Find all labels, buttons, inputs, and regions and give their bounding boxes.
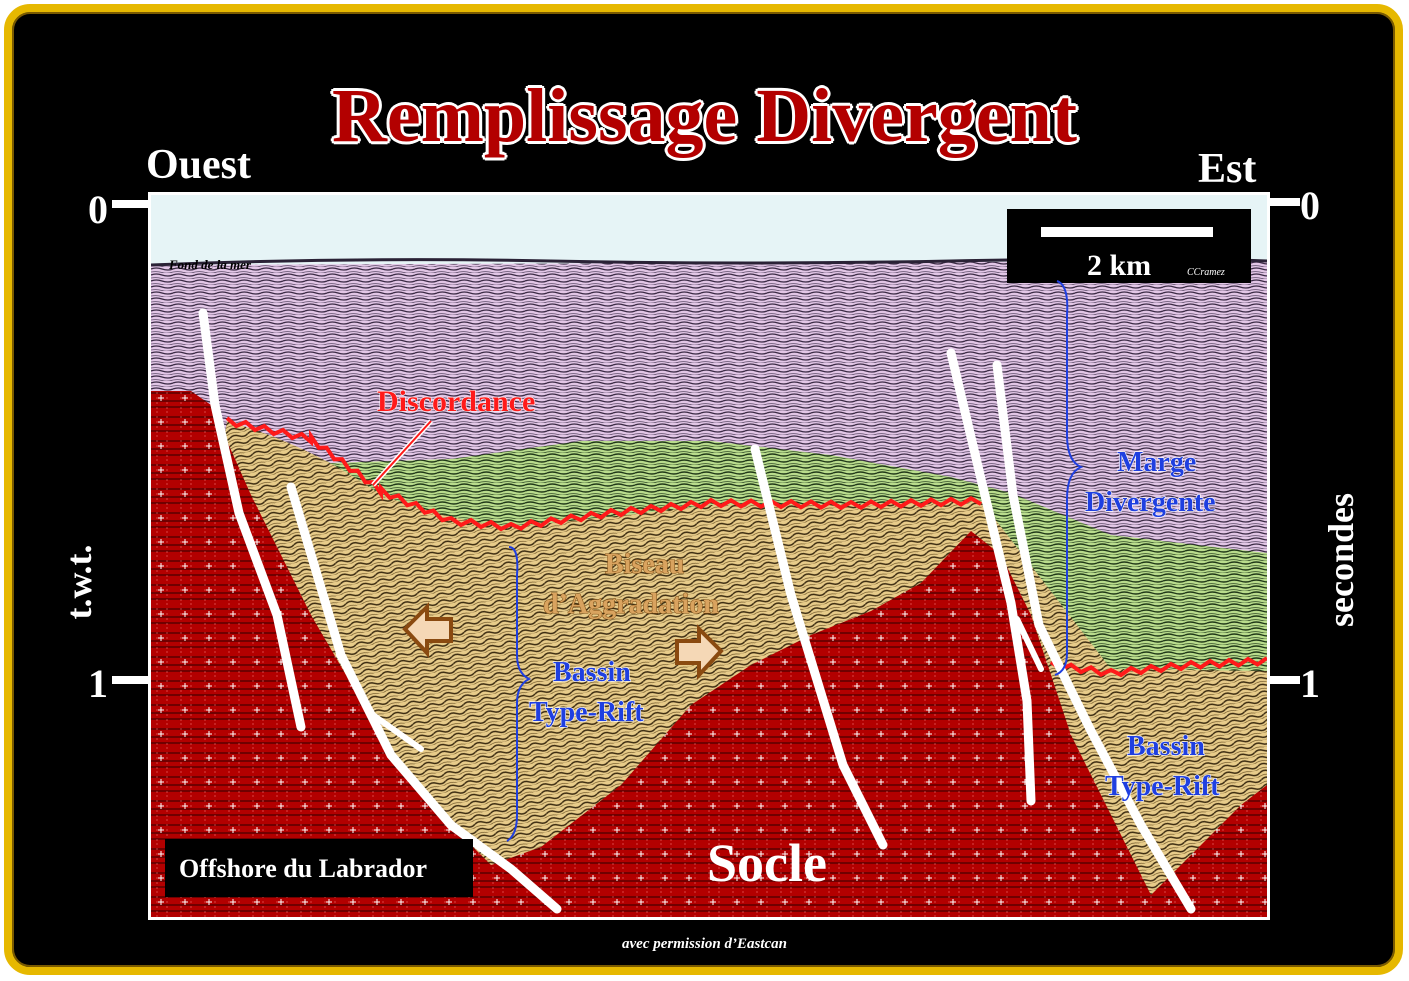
socle-label: Socle: [707, 833, 827, 893]
fault-5: [992, 360, 1196, 914]
left-tick-1: 1: [88, 661, 108, 706]
right-basin-label-line2: Type-Rift: [1105, 771, 1220, 802]
location-label: Offshore du Labrador: [179, 854, 427, 883]
discordance-line-right: [1049, 656, 1267, 678]
fault-4: [946, 348, 1036, 806]
arrow-left-icon: [402, 602, 453, 659]
right-axis-label: secondes: [1321, 493, 1361, 627]
west-label: Ouest: [146, 142, 251, 188]
east-label: Est: [1198, 146, 1257, 192]
fault-2-splay: [336, 652, 424, 752]
left-basin-brace: [506, 546, 532, 842]
left-tick-0: 0: [88, 187, 108, 232]
credit-label: CCramez: [1187, 267, 1225, 278]
fault-6: [1014, 616, 1044, 672]
margin-label-line2: Divergente: [1085, 487, 1216, 518]
seismic-section: 2 km CCramez Fond de la mer Discordance …: [148, 192, 1270, 920]
left-tick-mark-1: [112, 676, 152, 684]
scale-bar-box: [1007, 209, 1251, 283]
fault-1: [198, 308, 306, 732]
right-tick-0: 0: [1300, 183, 1320, 228]
right-tick-mark-1: [1266, 676, 1300, 684]
margin-brace: [1054, 280, 1084, 676]
biseau-label-line2: d’Aggradation: [543, 589, 719, 620]
right-tick-mark-0: [1266, 198, 1300, 206]
fault-3: [750, 444, 888, 850]
discordance-line-left: [225, 416, 982, 532]
right-tick-1: 1: [1300, 661, 1320, 706]
scale-bar: [1041, 227, 1213, 237]
left-tick-mark-0: [112, 200, 152, 208]
basement: [151, 391, 1267, 917]
margin-label-line1: Marge: [1117, 447, 1196, 478]
fault-2: [286, 482, 562, 914]
slide-title: Remplissage Divergent: [331, 74, 1078, 158]
scale-label: 2 km: [1087, 249, 1151, 282]
left-basin-label-line1: Bassin: [553, 657, 631, 688]
right-basin-label-line1: Bassin: [1127, 731, 1205, 762]
biseau-label-line1: Biseau: [605, 549, 684, 580]
seafloor-label: Fond de la mer: [168, 257, 252, 272]
arrow-right-icon: [675, 624, 724, 681]
left-basin-label-line2: Type-Rift: [529, 697, 644, 728]
left-axis-label: t.w.t.: [59, 544, 99, 620]
location-box: [165, 839, 473, 897]
discordance-label: Discordance: [377, 385, 535, 418]
footer-credit: avec permission d’Eastcan: [622, 936, 787, 952]
